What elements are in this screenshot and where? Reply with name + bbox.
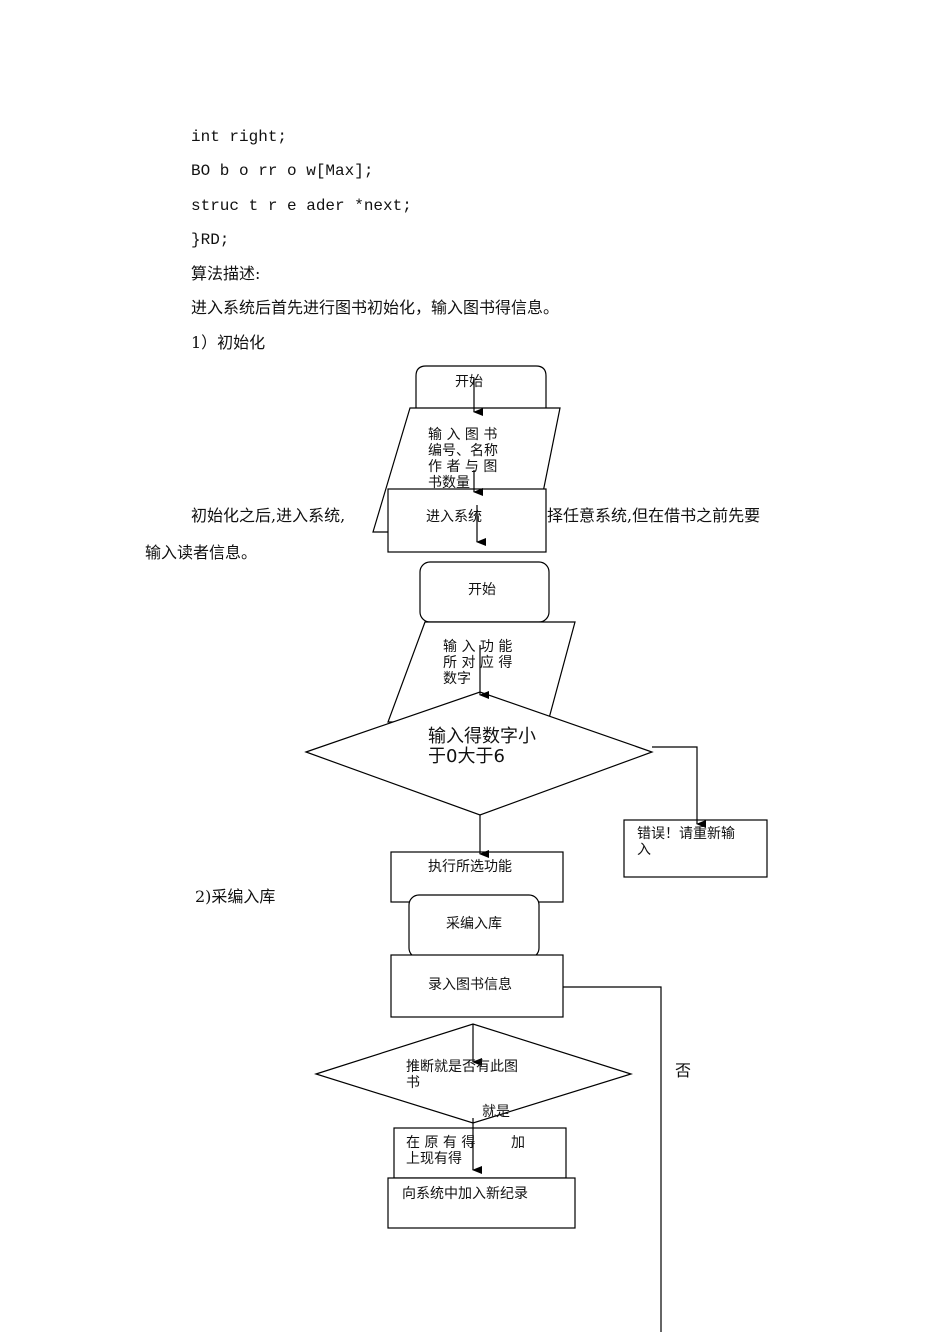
process-label: 录入图书信息: [428, 977, 512, 993]
input-label: 输 入 功 能 所 对 应 得 数字: [443, 639, 513, 687]
paragraph: 初始化之后,进入系统,: [191, 506, 346, 525]
decision-diamond: [304, 691, 654, 816]
process-label: 进入系统: [426, 509, 482, 525]
code-line: int right;: [191, 128, 288, 146]
code-line: }RD;: [191, 231, 230, 249]
paragraph: 进入系统后首先进行图书初始化，输入图书得信息。: [191, 298, 560, 317]
code-line: struc t r e ader *next;: [191, 197, 412, 215]
error-box: [623, 819, 768, 878]
section-heading: 2)采编入库: [195, 887, 276, 906]
section-heading: 1）初始化: [191, 333, 266, 352]
process-box: [387, 488, 547, 553]
decision-label: 推断就是否有此图 书: [406, 1059, 518, 1091]
start-label: 开始: [455, 374, 483, 390]
code-line: BO b o rr o w[Max];: [191, 162, 374, 180]
algorithm-heading: 算法描述:: [191, 264, 261, 283]
process-label: 在 原 有 得 加 上现有得: [406, 1135, 525, 1167]
start-label: 开始: [468, 582, 496, 598]
process-label: 向系统中加入新纪录: [402, 1186, 528, 1202]
process-box: [390, 954, 564, 1018]
input-label: 输 入 图 书 编号、名称 作 者 与 图 书数量: [428, 427, 498, 491]
decision-label: 输入得数字小 于0大于6: [428, 726, 536, 767]
process-label: 执行所选功能: [428, 859, 512, 875]
process-box: [387, 1177, 576, 1229]
paragraph: 输入读者信息。: [145, 543, 258, 562]
start-terminal: [415, 365, 547, 410]
no-label: 否: [675, 1061, 692, 1080]
yes-label: 就是: [482, 1104, 510, 1120]
error-label: 错误！请重新输 入: [637, 826, 735, 858]
decision-diamond: [314, 1023, 634, 1124]
paragraph: 择任意系统,但在借书之前先要: [547, 506, 761, 525]
process-box: [390, 851, 564, 903]
start-label: 采编入库: [446, 916, 502, 932]
